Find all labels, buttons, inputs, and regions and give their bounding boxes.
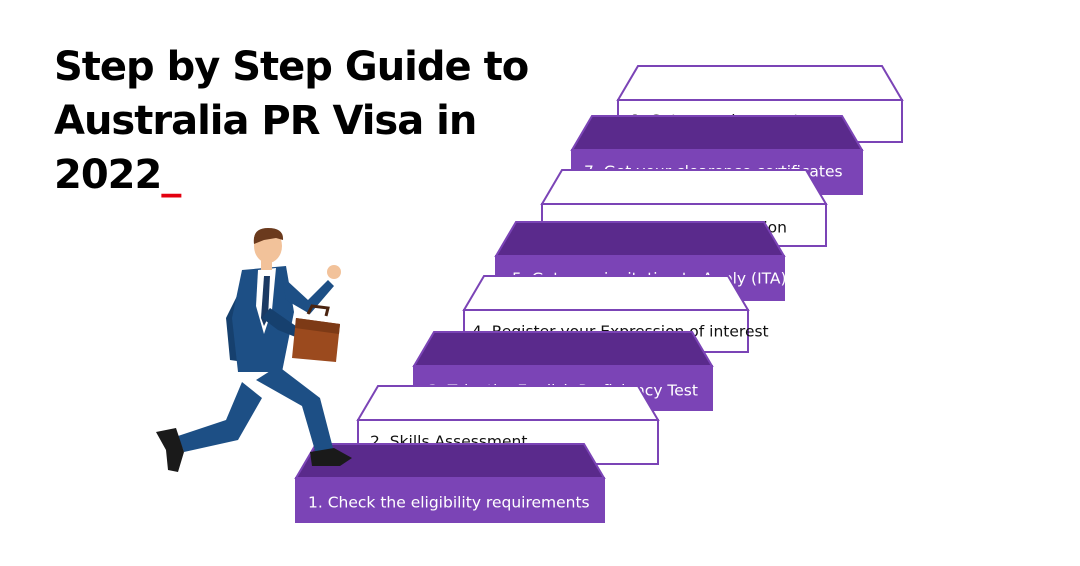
step-6-tread [540, 169, 828, 205]
title-line-3: 2022_ [54, 148, 528, 202]
step-4-tread [462, 275, 750, 311]
step-1-label: 1. Check the eligibility requirements [308, 494, 590, 512]
title-cursor: _ [161, 152, 181, 198]
title-line-1: Step by Step Guide to [54, 44, 529, 90]
title-line-2: Australia PR Visa in [54, 98, 477, 144]
step-1: 1. Check the eligibility requirements [294, 443, 606, 523]
step-3-tread [412, 331, 714, 367]
page-title: Step by Step Guide to Australia PR Visa … [54, 40, 529, 202]
step-2-tread [356, 385, 660, 421]
businessman-running-icon [156, 228, 352, 472]
title-year: 2022 [54, 152, 162, 198]
step-7-tread [570, 115, 864, 151]
step-8-tread [616, 65, 904, 101]
briefcase-icon [292, 304, 340, 362]
step-5-tread [494, 221, 786, 257]
step-1-riser [295, 477, 605, 523]
staircase: 8. Get your visa grant7. Get your cleare… [294, 65, 904, 523]
